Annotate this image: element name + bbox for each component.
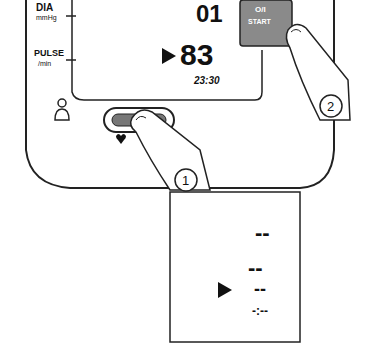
pointer-triangle bbox=[218, 282, 232, 298]
memory-number: 01 bbox=[196, 2, 223, 26]
button-label: O/I bbox=[255, 6, 266, 14]
display-dashes: -- bbox=[255, 222, 270, 244]
heart-symbol bbox=[116, 134, 126, 144]
memory-icon bbox=[55, 99, 69, 120]
display-dashes: -- bbox=[248, 257, 263, 279]
pointer-triangle bbox=[162, 48, 176, 64]
callout-circle bbox=[175, 169, 197, 191]
unit-label: /min bbox=[38, 60, 51, 67]
finger bbox=[286, 24, 350, 120]
axis-label: DIA bbox=[36, 3, 53, 13]
fingernail bbox=[291, 30, 301, 33]
scale-tick bbox=[66, 15, 76, 17]
scale-tick bbox=[66, 59, 76, 61]
fingernail bbox=[136, 116, 146, 120]
axis-label: PULSE bbox=[34, 49, 64, 58]
display-time-dashes: -:-- bbox=[252, 305, 268, 317]
display-frame bbox=[72, 0, 262, 100]
callout-number: 2 bbox=[327, 100, 334, 113]
callout-number: 1 bbox=[182, 174, 189, 187]
start-button bbox=[240, 0, 292, 46]
pulse-reading: 83 bbox=[180, 40, 213, 70]
finger bbox=[131, 110, 210, 190]
display-dashes: -- bbox=[254, 280, 266, 298]
callout-circle bbox=[320, 95, 342, 117]
button-label: START bbox=[248, 18, 271, 25]
unit-label: mmHg bbox=[36, 14, 57, 21]
time-reading: 23:30 bbox=[194, 76, 220, 86]
display-inset bbox=[170, 192, 300, 342]
